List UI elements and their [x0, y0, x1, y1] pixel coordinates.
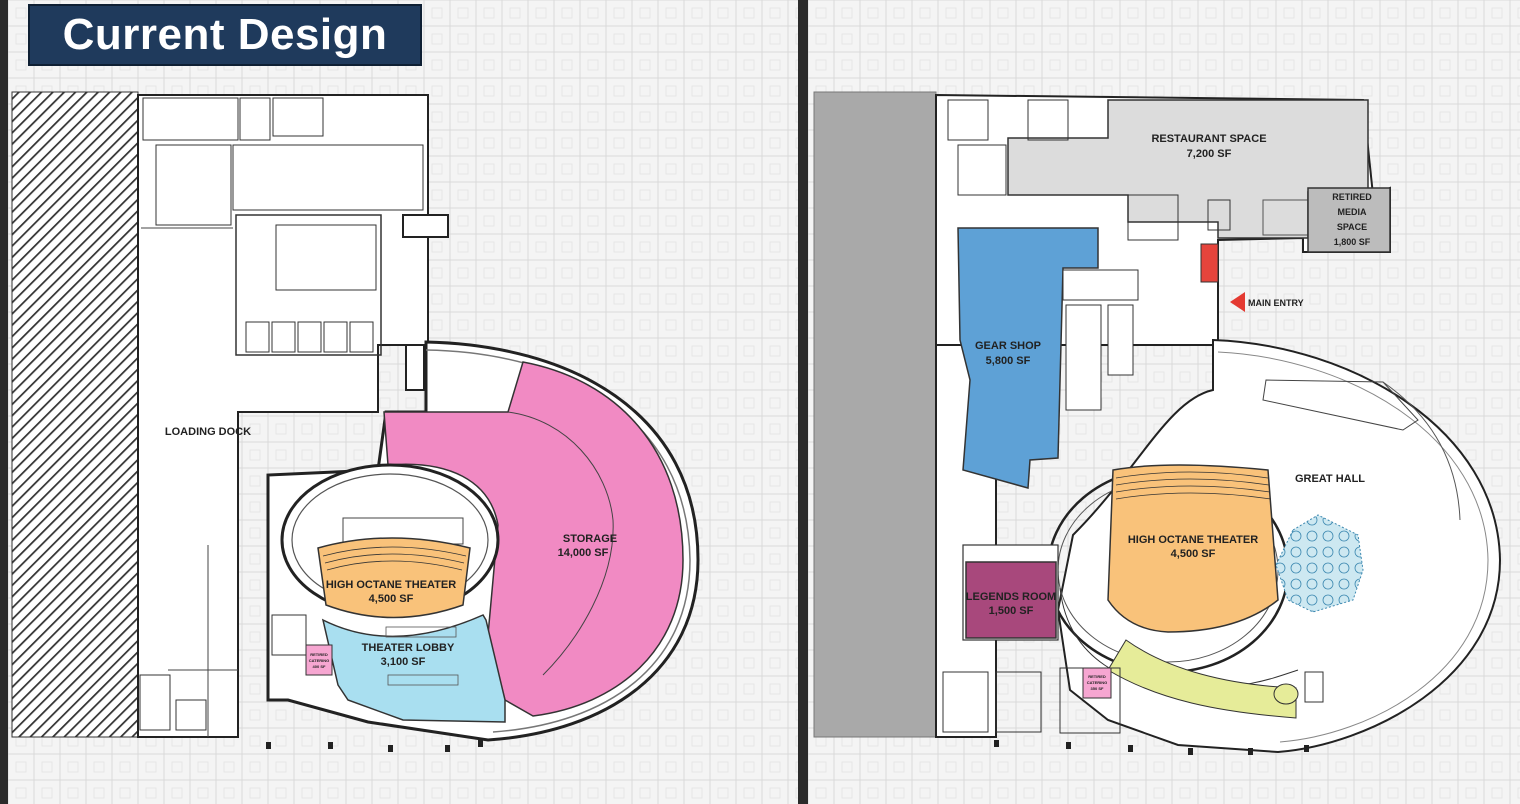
- restaurant-label: RESTAURANT SPACE: [1151, 133, 1266, 145]
- restaurant-area: 7,200 SF: [1187, 148, 1232, 160]
- theater-current-label: HIGH OCTANE THEATER: [326, 579, 456, 591]
- retired-media-l1: RETIRED: [1332, 192, 1372, 202]
- proposed-floor-plan: MAIN ENTRY: [808, 0, 1520, 804]
- room-office: [272, 97, 324, 137]
- proposed-design-panel: MAIN ENTRY: [808, 0, 1520, 804]
- main-entry-label: MAIN ENTRY: [1248, 298, 1304, 308]
- current-floor-plan: LOADING DOCK STORAGE 14,000 SF HIGH OCTA…: [8, 0, 798, 804]
- building-shell: [137, 94, 429, 738]
- legends-room-label: LEGENDS ROOM: [966, 591, 1056, 603]
- current-design-panel: LOADING DOCK STORAGE 14,000 SF HIGH OCTA…: [8, 0, 798, 804]
- gear-shop: [957, 227, 1099, 489]
- storage-label: STORAGE: [563, 533, 617, 545]
- retired-catering-current: [305, 644, 333, 676]
- title-banner: Current Design: [28, 4, 422, 66]
- stair-core: [405, 344, 425, 391]
- page-title: Current Design: [62, 10, 388, 59]
- storage-space: [383, 361, 684, 717]
- retired-media-l3: SPACE: [1337, 222, 1367, 232]
- room-stair: [239, 97, 271, 141]
- retired-catering-l1: RETIRED: [310, 652, 328, 657]
- room-back-of-house: [235, 214, 382, 356]
- retired-catering-p-l1: RETIRED: [1088, 674, 1106, 679]
- theater-proposed-label: HIGH OCTANE THEATER: [1128, 534, 1258, 546]
- room-service: [142, 97, 239, 141]
- elevator: [402, 214, 449, 238]
- room-kitchen: [232, 144, 424, 211]
- info-office: [1200, 243, 1219, 283]
- retired-catering-area: 400 SF: [313, 664, 326, 669]
- retired-catering-p-l2: CATERING: [1087, 680, 1108, 685]
- retired-media-area: 1,800 SF: [1334, 237, 1371, 247]
- room-cooler: [275, 224, 377, 291]
- theater-proposed-area: 4,500 SF: [1171, 548, 1216, 560]
- theater-current-area: 4,500 SF: [369, 593, 414, 605]
- theater-seating-current: [317, 537, 471, 619]
- legends-room-area: 1,500 SF: [989, 605, 1034, 617]
- main-entry-arrow-icon: [1230, 292, 1245, 312]
- retired-media-l2: MEDIA: [1338, 207, 1368, 217]
- cafe-zone: [1107, 639, 1297, 719]
- loading-dock-label: LOADING DOCK: [165, 426, 251, 438]
- existing-building-hatch: [11, 91, 139, 738]
- great-hall: [1056, 338, 1502, 754]
- gear-shop-label: GEAR SHOP: [975, 340, 1041, 352]
- theater-lobby: [321, 614, 506, 723]
- gear-shop-area: 5,800 SF: [986, 355, 1031, 367]
- theater-lobby-area: 3,100 SF: [381, 656, 426, 668]
- room-mech: [155, 144, 232, 226]
- legends-room: [965, 561, 1057, 639]
- existing-building-grey: [813, 91, 937, 738]
- retired-media-space: [1307, 187, 1391, 253]
- retired-catering-p-area: 350 SF: [1091, 686, 1104, 691]
- theater-seating-proposed: [1107, 464, 1279, 633]
- theater-lobby-label: THEATER LOBBY: [362, 642, 455, 654]
- great-hall-label: GREAT HALL: [1295, 473, 1365, 485]
- retired-catering-l2: CATERING: [309, 658, 330, 663]
- storage-area: 14,000 SF: [558, 547, 609, 559]
- cafe-kiosk: [1273, 683, 1299, 705]
